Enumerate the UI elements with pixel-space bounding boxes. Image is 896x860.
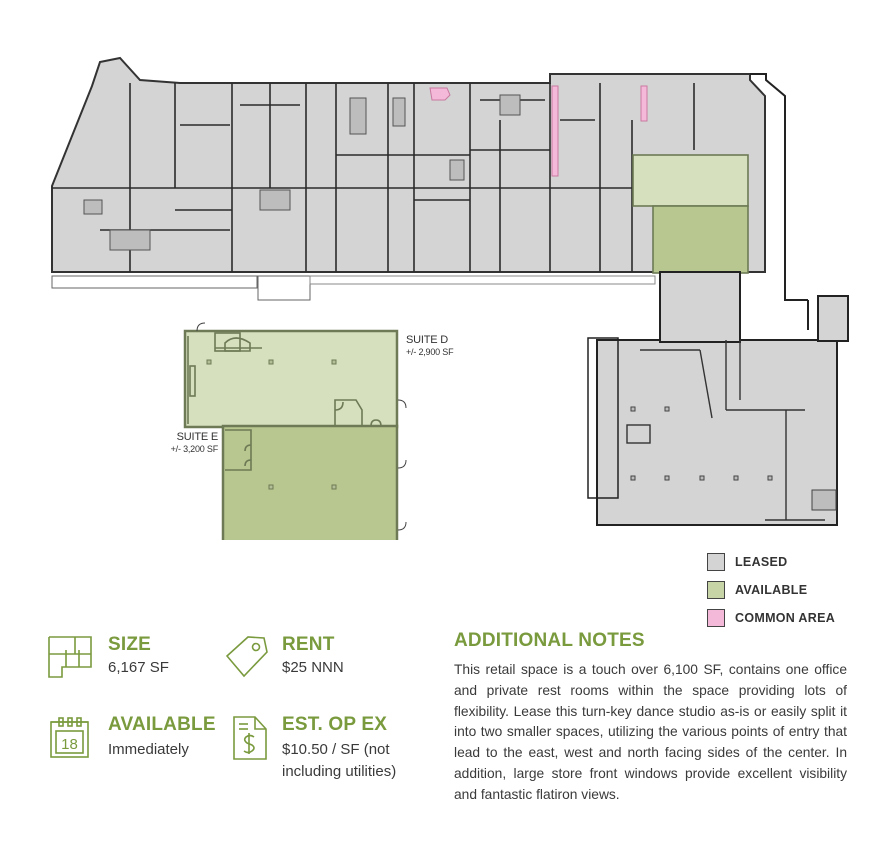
size-title: SIZE	[108, 634, 152, 655]
available-units-map	[632, 154, 749, 274]
legend-label: COMMON AREA	[735, 611, 836, 625]
suite-e-enlarged	[221, 424, 399, 540]
common-area-swatch	[707, 609, 725, 627]
price-tag-icon	[226, 636, 268, 678]
legend-item-available: AVAILABLE	[707, 576, 835, 604]
invoice-dollar-icon	[233, 716, 267, 760]
common-areas	[429, 85, 648, 177]
available-swatch	[707, 581, 725, 599]
notes-body: This retail space is a touch over 6,100 …	[454, 662, 847, 802]
leased-area-main-strip	[51, 56, 766, 273]
suite-e-area: +/- 3,200 SF	[170, 443, 219, 454]
opex-title: EST. OP EX	[282, 714, 388, 735]
calendar-day: 18	[61, 736, 78, 753]
legend-label: LEASED	[735, 555, 788, 569]
opex-value-line2: including utilities)	[282, 763, 397, 780]
legend-item-common-area: COMMON AREA	[707, 604, 835, 632]
floorplan-icon	[48, 636, 92, 678]
common-area-1	[429, 87, 451, 101]
suite-e-name: SUITE E	[176, 431, 219, 443]
suite-d-name: SUITE D	[406, 334, 448, 346]
suite-d-label: SUITE D +/- 2,900 SF	[406, 334, 454, 357]
suite-e-map	[652, 205, 749, 274]
legend-item-leased: LEASED	[707, 548, 835, 576]
suite-d-map	[632, 154, 749, 207]
suite-e-label: SUITE E +/- 3,200 SF	[163, 431, 219, 454]
suite-d-area: +/- 2,900 SF	[406, 346, 454, 357]
available-value: Immediately	[108, 741, 189, 758]
suite-d-enlarged	[183, 329, 399, 429]
lower-right-building	[587, 271, 849, 526]
available-title: AVAILABLE	[108, 714, 216, 735]
leased-swatch	[707, 553, 725, 571]
size-value: 6,167 SF	[108, 659, 169, 676]
opex-value-line1: $10.50 / SF (not	[282, 741, 390, 758]
common-area-3	[640, 85, 648, 122]
enlarged-suite-plan	[183, 322, 407, 540]
map-legend: LEASED AVAILABLE COMMON AREA	[707, 548, 835, 632]
calendar-icon: 18	[50, 717, 89, 758]
leased-area-lower-building	[596, 339, 838, 526]
common-area-2	[551, 85, 559, 177]
notes-title: ADDITIONAL NOTES	[454, 630, 645, 651]
rent-value: $25 NNN	[282, 659, 344, 676]
legend-label: AVAILABLE	[735, 583, 808, 597]
main-building	[51, 56, 766, 301]
rent-title: RENT	[282, 634, 335, 655]
site-plan-map	[51, 56, 849, 540]
